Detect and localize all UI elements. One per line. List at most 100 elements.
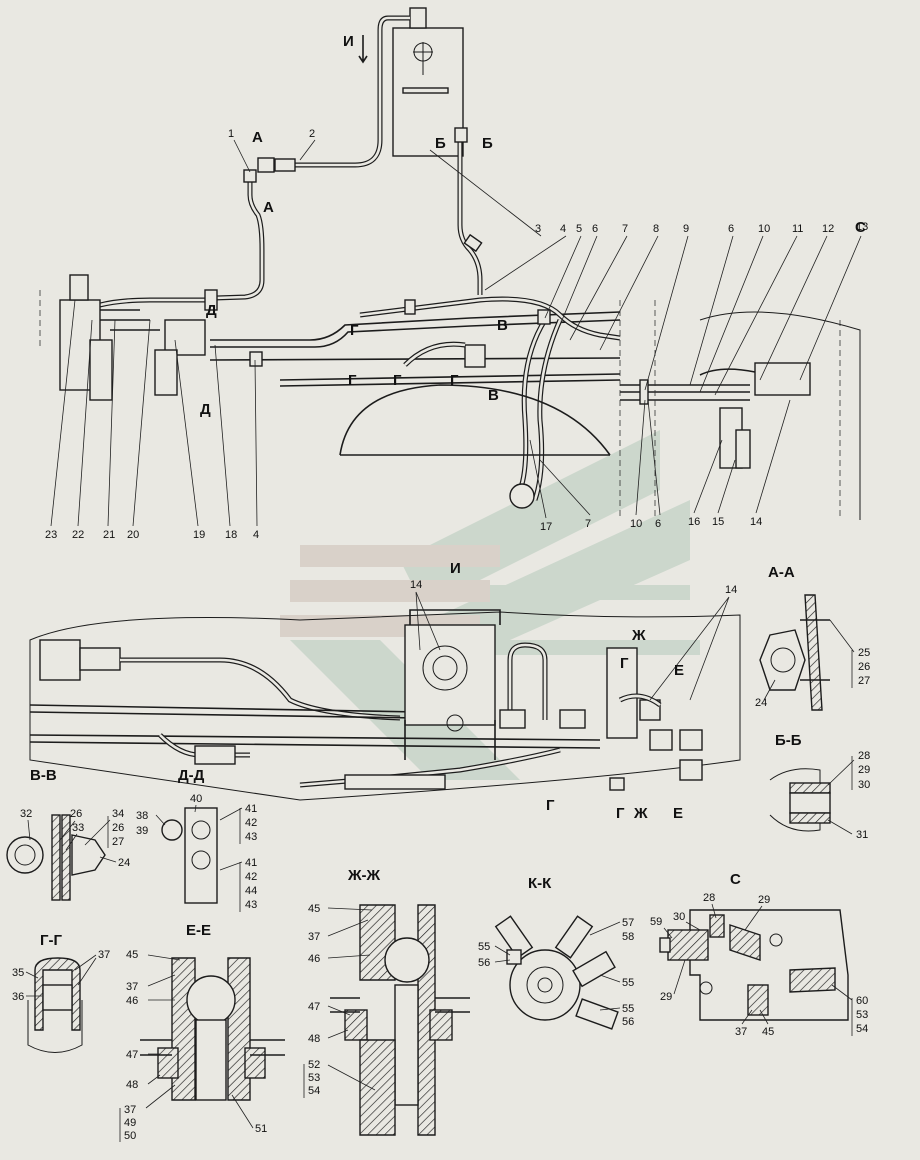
- callout-ee-47: 47: [126, 1049, 138, 1061]
- callout-kk-58: 58: [622, 931, 634, 943]
- main-view: [39, 7, 861, 520]
- callout-12: 12: [822, 223, 834, 235]
- callout-10-bottom: 10: [630, 518, 642, 530]
- callout-9: 9: [683, 223, 689, 235]
- callout-3: 3: [535, 223, 541, 235]
- callout-i-14-left: 14: [410, 579, 422, 591]
- callout-dd-44: 44: [245, 885, 257, 897]
- callout-gg-36: 36: [12, 991, 24, 1003]
- section-ee: Е-Е 45 37 46 47 48 37 49 50 51: [119, 922, 285, 1142]
- view-label-i: И: [450, 560, 461, 577]
- callout-c-53: 53: [856, 1009, 868, 1021]
- cut-label-g-1: Г: [350, 322, 359, 339]
- cut-label-b-right: Б: [482, 135, 493, 152]
- callout-ee-50: 50: [124, 1130, 136, 1142]
- section-zh-title: Ж-Ж: [347, 867, 381, 884]
- callout-ee-37b: 37: [124, 1104, 136, 1116]
- callout-aa-25: 25: [858, 647, 870, 659]
- cut-label-v-top: В: [497, 317, 508, 334]
- callout-dd-43b: 43: [245, 899, 257, 911]
- cut-label-a-top: А: [252, 129, 263, 146]
- section-ee-title: Е-Е: [186, 922, 211, 939]
- callout-zh-45: 45: [308, 903, 320, 915]
- section-zh: Ж-Ж 45 37 46 47 48 52 53 54: [303, 867, 470, 1136]
- cut-label-zh-top: Ж: [631, 627, 646, 644]
- callout-dd-42: 42: [245, 817, 257, 829]
- cut-label-d-top: Д: [206, 302, 217, 319]
- callout-7-top: 7: [622, 223, 628, 235]
- cut-label-b-left: Б: [435, 135, 446, 152]
- callout-c-60: 60: [856, 995, 868, 1007]
- callout-6-right: 6: [728, 223, 734, 235]
- callout-c-59: 59: [650, 916, 662, 928]
- cut-label-d-bottom: Д: [200, 401, 211, 418]
- cut-label-g-i-bottom-2: Г: [616, 805, 625, 822]
- callout-bb-29: 29: [858, 764, 870, 776]
- cut-label-v-bottom: В: [488, 387, 499, 404]
- callout-zh-53: 53: [308, 1072, 320, 1084]
- callout-vv-27: 27: [112, 836, 124, 848]
- callout-kk-56-left: 56: [478, 957, 490, 969]
- callout-ee-51: 51: [255, 1123, 267, 1135]
- callout-kk-55-right: 55: [622, 1003, 634, 1015]
- callout-zh-46: 46: [308, 953, 320, 965]
- section-kk: К-К 57 58 55 56 55 55 56: [478, 875, 634, 1030]
- section-gg-title: Г-Г: [40, 932, 62, 949]
- view-c-title: С: [730, 871, 741, 888]
- callout-dd-42b: 42: [245, 871, 257, 883]
- cut-label-a-bottom: А: [263, 199, 274, 216]
- section-gg: Г-Г 35 36 37: [12, 932, 110, 1053]
- callout-5: 5: [576, 223, 582, 235]
- callout-kk-57: 57: [622, 917, 634, 929]
- section-aa-title: А-А: [768, 564, 795, 581]
- pump-section-kk: [509, 949, 581, 1021]
- callout-15: 15: [712, 516, 724, 528]
- callout-c-29-top: 29: [758, 894, 770, 906]
- callout-4-bottom: 4: [253, 529, 259, 541]
- callout-ee-48: 48: [126, 1079, 138, 1091]
- callout-zh-37: 37: [308, 931, 320, 943]
- view-c: С 59 30 28 29 29 37 45 60 53 54: [650, 871, 868, 1038]
- section-dd: Д-Д 40 38 39 41 42 43 41 42 44 43: [136, 767, 257, 912]
- callout-18: 18: [225, 529, 237, 541]
- section-dd-title: Д-Д: [178, 767, 205, 784]
- callout-vv-34: 34: [112, 808, 124, 820]
- callout-21: 21: [103, 529, 115, 541]
- callout-dd-41: 41: [245, 803, 257, 815]
- callout-bb-30: 30: [858, 779, 870, 791]
- tank-view-i: [404, 624, 496, 726]
- section-vv-title: В-В: [30, 767, 57, 784]
- hydraulic-pump-i: [39, 639, 81, 681]
- callout-aa-27: 27: [858, 675, 870, 687]
- callout-2: 2: [309, 128, 315, 140]
- callout-zh-52: 52: [308, 1059, 320, 1071]
- callout-ee-49: 49: [124, 1117, 136, 1129]
- callout-zh-54: 54: [308, 1085, 320, 1097]
- callout-dd-40: 40: [190, 793, 202, 805]
- callout-vv-26: 26: [70, 808, 82, 820]
- view-label-c-main: С: [855, 219, 866, 236]
- hydraulic-cylinder-end: [509, 483, 535, 509]
- callout-dd-39: 39: [136, 825, 148, 837]
- main-callouts: 1 2 3 4 5 6 7 8 9 6 10 11 12 13 23 22 21…: [45, 128, 868, 541]
- section-vv: В-В 32 26 33 34 26 27 24: [6, 767, 130, 901]
- callout-8: 8: [653, 223, 659, 235]
- callout-16: 16: [688, 516, 700, 528]
- section-aa: А-А 25 26 27 24: [755, 564, 870, 711]
- callout-ee-46: 46: [126, 995, 138, 1007]
- view-i: [29, 609, 741, 801]
- section-bb-title: Б-Б: [775, 732, 802, 749]
- callout-11: 11: [792, 223, 803, 235]
- callout-17: 17: [540, 521, 552, 533]
- cut-label-g-i-bottom-1: Г: [546, 797, 555, 814]
- callout-aa-24: 24: [755, 697, 767, 709]
- section-kk-title: К-К: [528, 875, 552, 892]
- callout-i-14-right: 14: [725, 584, 737, 596]
- cut-label-g-i-top: Г: [620, 655, 629, 672]
- callout-ee-45: 45: [126, 949, 138, 961]
- callout-aa-26: 26: [858, 661, 870, 673]
- callout-zh-48: 48: [308, 1033, 320, 1045]
- callout-vv-26b: 26: [112, 822, 124, 834]
- callout-vv-24: 24: [118, 857, 130, 869]
- callout-10-top: 10: [758, 223, 770, 235]
